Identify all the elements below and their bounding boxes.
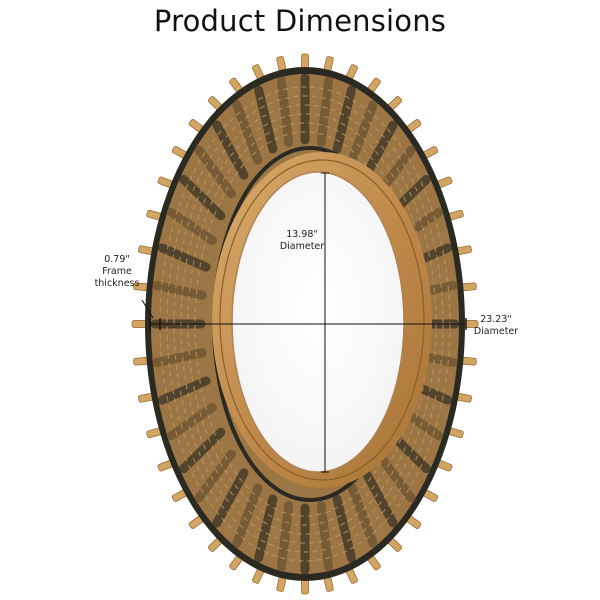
weave-strand bbox=[361, 468, 398, 528]
weave-strand bbox=[374, 449, 416, 503]
frame-thickness-value: 0.79" bbox=[104, 254, 130, 265]
weave-strand bbox=[152, 281, 207, 300]
frame-thickness-text-2: thickness bbox=[94, 278, 140, 289]
wood-frame-ring bbox=[219, 159, 425, 481]
outer-diameter-label: 23.23" Diameter bbox=[466, 314, 526, 338]
weave-strand bbox=[179, 427, 226, 474]
frame-thickness-label: 0.79" Frame thickness bbox=[86, 254, 148, 290]
weave-strand bbox=[157, 376, 211, 405]
frame-pointer bbox=[141, 299, 154, 319]
weave-strand bbox=[332, 85, 356, 154]
weave-strand bbox=[254, 85, 278, 154]
weave-strand bbox=[166, 207, 217, 245]
weave-strand bbox=[157, 243, 211, 272]
weave-strand bbox=[212, 468, 249, 528]
weave-strand bbox=[277, 76, 294, 147]
weave-strand bbox=[232, 100, 263, 165]
weave-strand bbox=[212, 120, 249, 180]
page-title: Product Dimensions bbox=[153, 4, 447, 38]
outer-diameter-text: Diameter bbox=[473, 326, 519, 337]
frame-thickness-text-1: Frame bbox=[102, 266, 132, 277]
inner-diameter-text: Diameter bbox=[279, 241, 325, 252]
weave-strand bbox=[347, 100, 378, 165]
weave-strand bbox=[361, 120, 398, 180]
weave-strand bbox=[232, 483, 263, 548]
weave-strand bbox=[179, 174, 226, 221]
weave-strand bbox=[332, 494, 356, 563]
weave-strand bbox=[194, 449, 236, 503]
mirror-glass bbox=[231, 171, 405, 473]
weave-strand bbox=[347, 483, 378, 548]
inner-diameter-label: 13.98" Diameter bbox=[272, 229, 332, 253]
weave-strand bbox=[254, 494, 278, 563]
weave-strand bbox=[316, 76, 333, 147]
weave-strand bbox=[152, 348, 207, 367]
weave-strand bbox=[277, 501, 294, 572]
weave-strand bbox=[316, 501, 333, 572]
inner-diameter-value: 13.98" bbox=[286, 229, 318, 240]
outer-diameter-value: 23.23" bbox=[480, 314, 512, 325]
weave-strand bbox=[166, 403, 217, 441]
weave-strand bbox=[194, 145, 236, 199]
